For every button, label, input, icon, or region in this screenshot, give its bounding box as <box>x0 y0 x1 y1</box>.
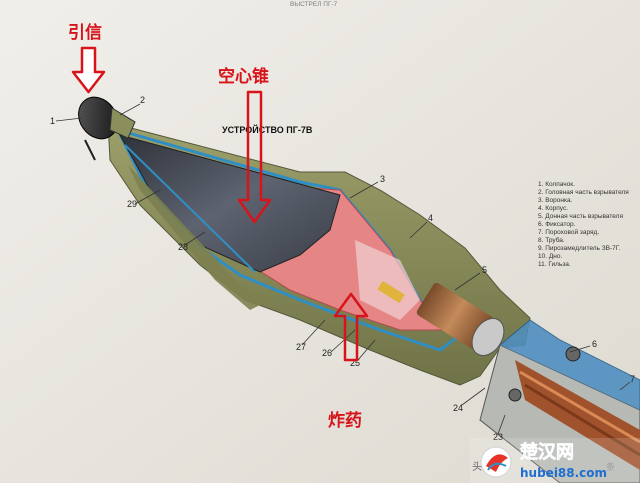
annotation-fuze-label: 引信 <box>68 22 102 43</box>
part-numbers: 1 2 3 4 5 6 7 23 24 25 26 27 28 29 <box>50 95 635 442</box>
rocket-motor <box>479 319 640 483</box>
part-number-24: 24 <box>453 403 463 413</box>
watermark-faded: 条 <box>606 461 615 473</box>
top-header-text: ВЫСТРЕЛ ПГ-7 <box>290 1 338 8</box>
part-number-25: 25 <box>350 358 360 368</box>
part-number-7: 7 <box>630 374 635 384</box>
watermark: 头 楚汉网 hubei88.com 条 <box>470 438 640 483</box>
legend-item: 4. Корпус. <box>538 205 568 212</box>
part-number-27: 27 <box>296 342 306 352</box>
part-number-4: 4 <box>428 213 433 223</box>
part-number-28: 28 <box>178 242 188 252</box>
legend-item: 11. Гильза. <box>538 261 571 268</box>
part-number-3: 3 <box>380 174 385 184</box>
part-number-23: 23 <box>493 432 503 442</box>
part-number-5: 5 <box>482 265 487 275</box>
legend-item: 6. Фиксатор. <box>538 221 576 228</box>
watermark-brand: 楚汉网 <box>520 441 574 463</box>
part-number-29: 29 <box>127 199 137 209</box>
legend-item: 3. Воронка. <box>538 197 573 204</box>
annotation-cone-label: 空心锥 <box>218 66 269 87</box>
diagram-title: УСТРОЙСТВО ПГ-7В <box>222 124 313 135</box>
legend-item: 5. Донная часть взрывателя <box>538 213 623 220</box>
legend-item: 10. Дно. <box>538 253 562 260</box>
up-arrow-icon <box>333 292 369 362</box>
part-number-1: 1 <box>50 116 55 126</box>
part-number-6: 6 <box>592 339 597 349</box>
base-fuze-cylinder <box>377 280 505 357</box>
down-arrow-icon <box>71 46 106 94</box>
down-arrow-icon <box>237 90 272 224</box>
warhead <box>78 96 640 483</box>
annotation-explosive-label: 炸药 <box>328 410 362 431</box>
legend-item: 9. Пирозамедлитель ЗВ-7Г. <box>538 245 620 252</box>
watermark-url: hubei88.com <box>520 466 607 480</box>
legend-item: 7. Пороховой заряд. <box>538 228 599 236</box>
annotation-fuze: 引信 <box>68 22 106 94</box>
annotation-cone: 空心锥 <box>218 66 272 224</box>
annotation-explosive: 炸药 <box>328 292 369 431</box>
nose-fuze <box>78 96 136 161</box>
leader-lines <box>55 103 631 435</box>
parts-legend: 1. Колпачок. 2. Головная часть взрывател… <box>538 181 629 268</box>
legend-item: 8. Труба. <box>538 236 565 244</box>
legend-item: 2. Головная часть взрывателя <box>538 189 629 196</box>
part-number-26: 26 <box>322 348 332 358</box>
legend-item: 1. Колпачок. <box>538 181 575 188</box>
watermark-prefix: 头 <box>472 461 482 473</box>
part-number-2: 2 <box>140 95 145 105</box>
